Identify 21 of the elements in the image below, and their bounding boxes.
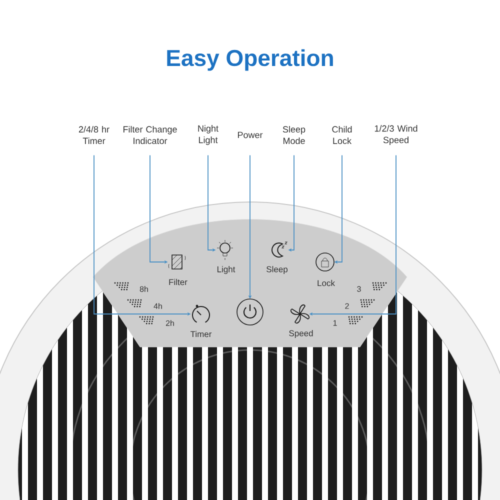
callout-text: Filter Change Indicator [123, 126, 177, 144]
button-label: Timer [190, 330, 212, 338]
button-label: Sleep [266, 266, 288, 274]
title: Easy Operation [167, 49, 333, 71]
level-label: 2h [166, 320, 174, 326]
power-button-icon [236, 298, 264, 326]
callout-text: 1/2/3 Wind Speed [374, 125, 418, 145]
callout-text: Power [238, 132, 263, 138]
level-label: 8h [140, 286, 148, 292]
callout-text: Sleep Mode [282, 126, 306, 144]
callout-text: 2/4/8 hr Timer [78, 126, 110, 144]
button-label: Speed [289, 330, 313, 338]
level-label: 2 [345, 303, 349, 309]
button-label: Light [217, 266, 236, 274]
callout-text: Child Lock [332, 126, 352, 144]
level-label: 4h [154, 303, 162, 309]
button-label: Filter [169, 278, 188, 286]
button-label: Lock [318, 280, 335, 286]
callout-text: Night Light [198, 125, 218, 145]
level-label: 1 [333, 320, 337, 326]
level-label: 3 [357, 286, 361, 292]
